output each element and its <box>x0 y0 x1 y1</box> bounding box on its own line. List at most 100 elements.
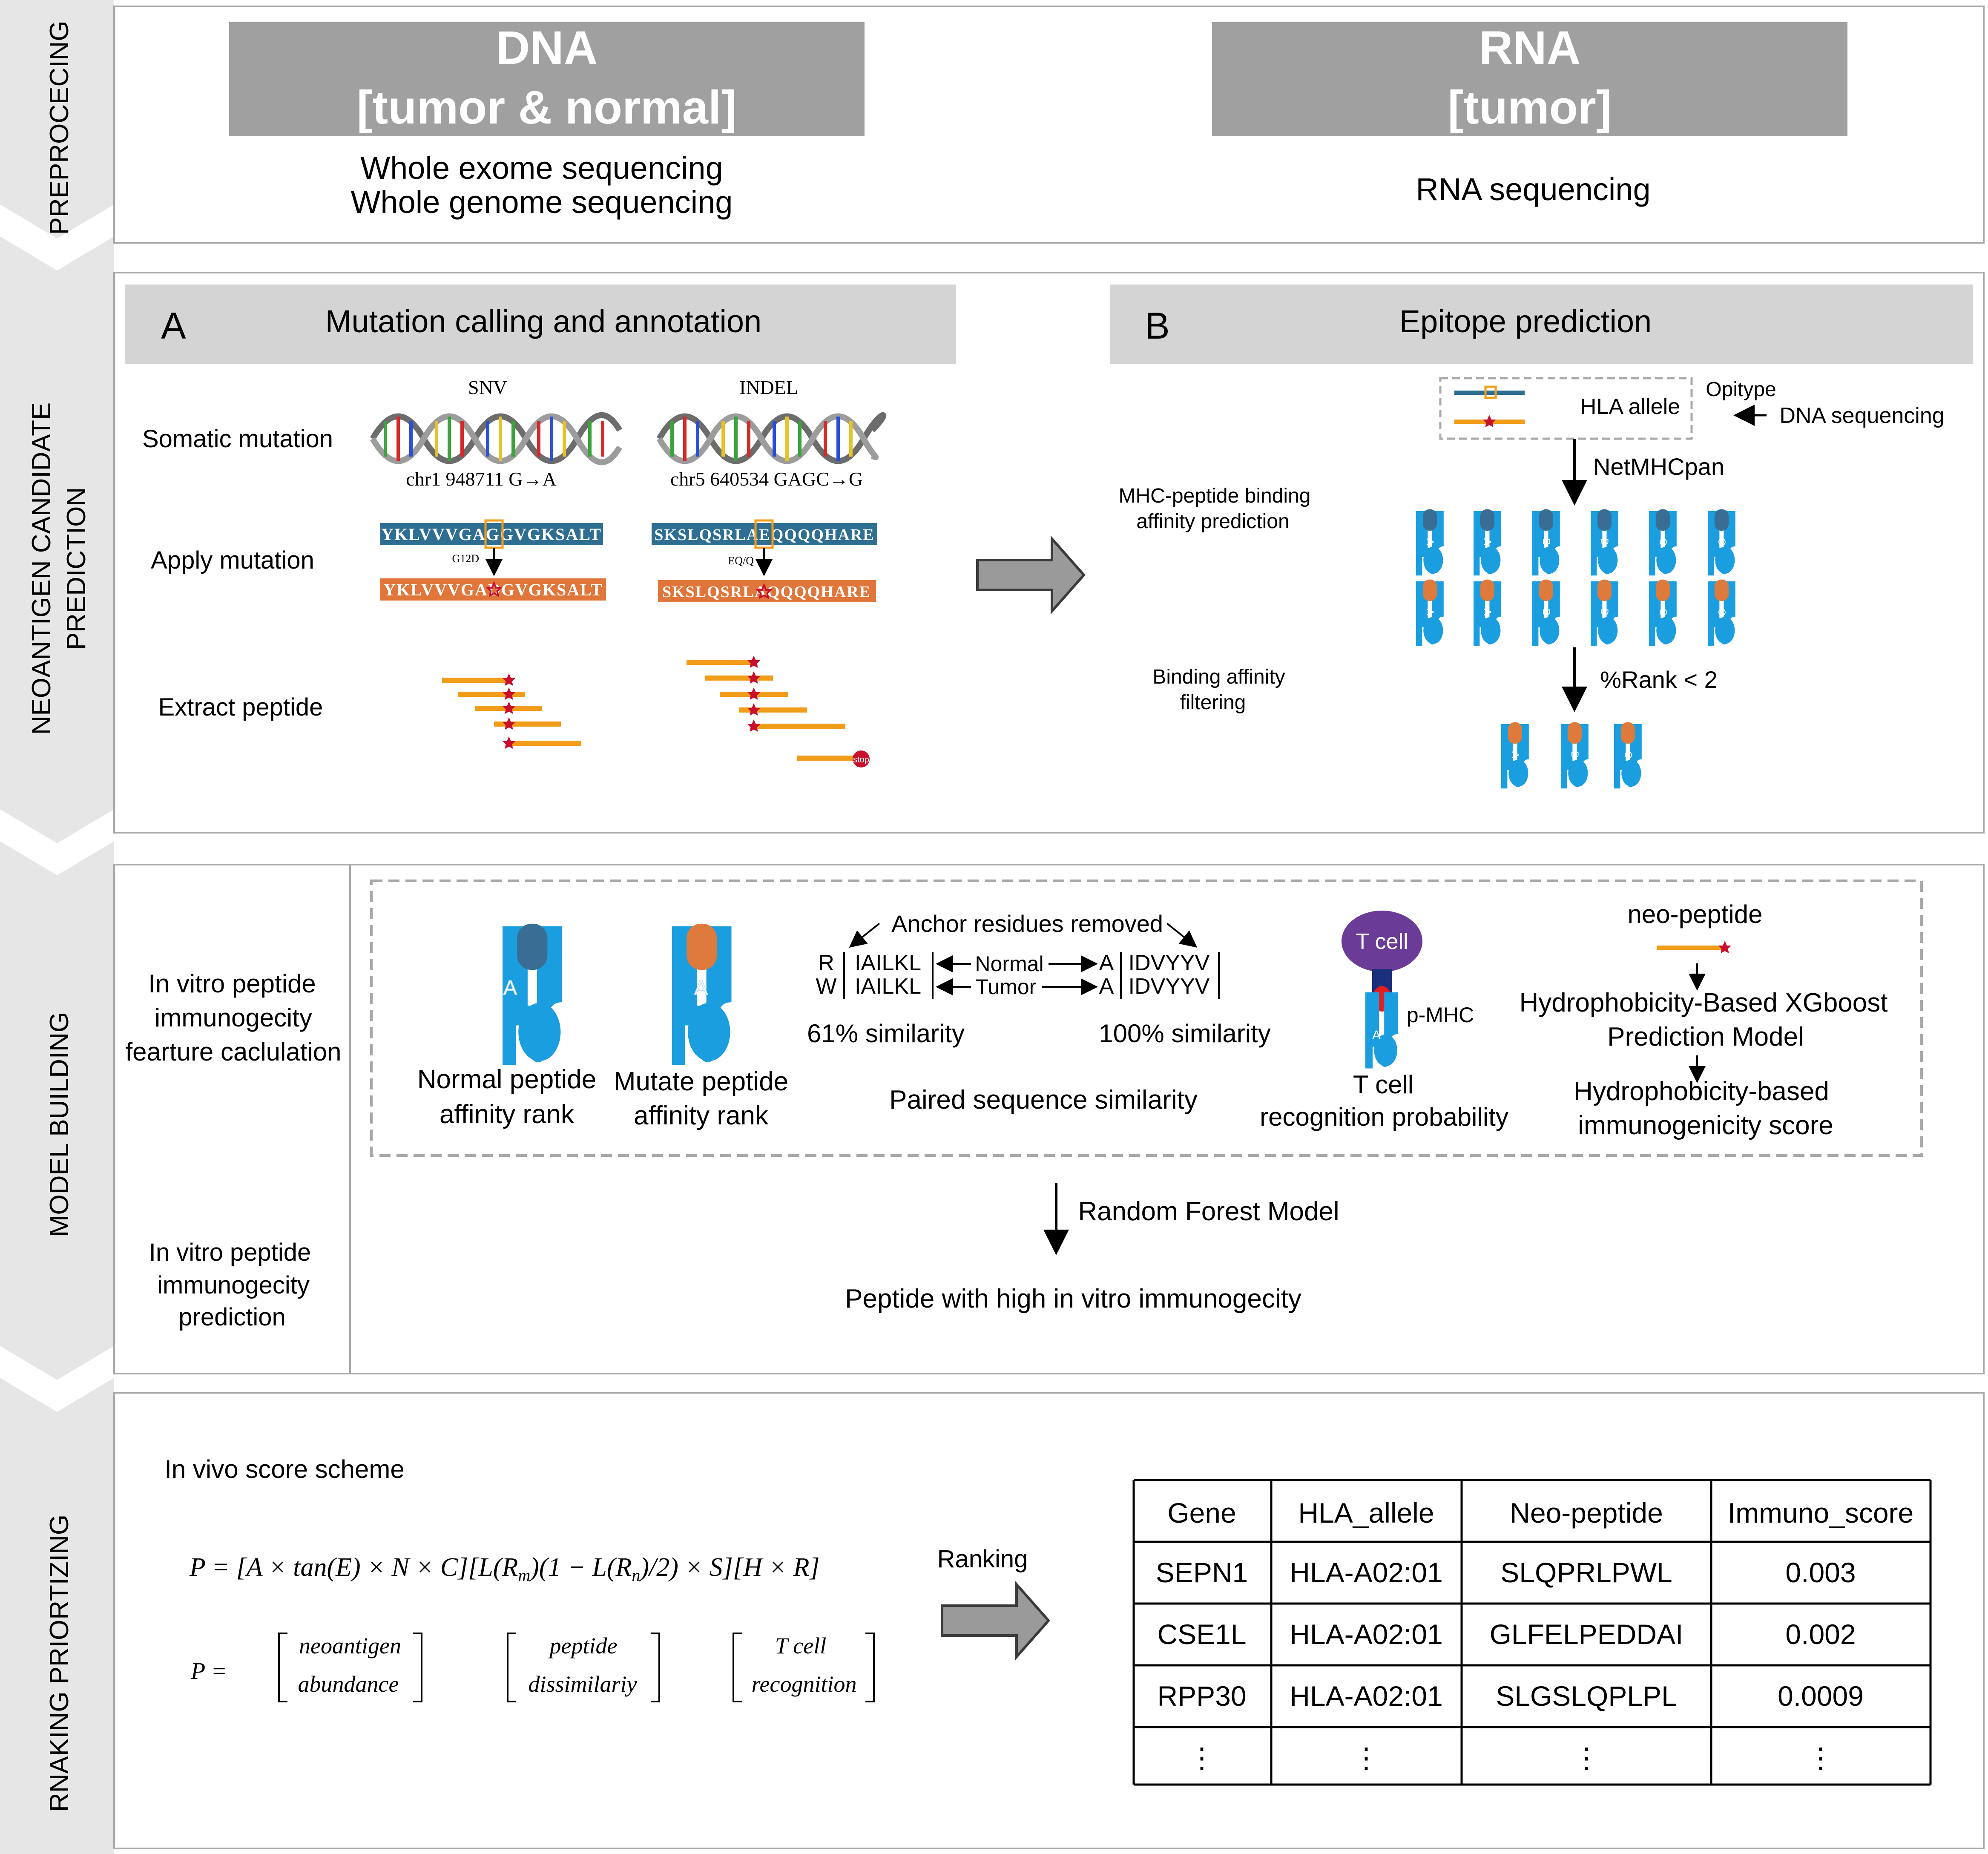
table-header-cell: Neo-peptide <box>1510 1497 1663 1529</box>
anchor-label: Anchor residues removed <box>891 910 1163 937</box>
hla-allele-label: HLA allele <box>1580 394 1680 419</box>
filter-label-1: Binding affinity <box>1152 666 1285 688</box>
row-label-apply: Apply mutation <box>151 546 314 574</box>
indel-chr-label: chr5 640534 GAGC→G <box>670 468 863 490</box>
dna-title: DNA <box>496 22 598 74</box>
panel-a-letter: A <box>161 305 186 347</box>
prediction-label-1: In vitro peptide <box>149 1239 311 1266</box>
mhc-normal-icon <box>503 923 562 1065</box>
table-cell: RPP30 <box>1157 1680 1246 1712</box>
mhc-row2-5-letter: C <box>1657 608 1669 616</box>
feature-label-1: In vitro peptide <box>148 969 316 998</box>
panel-a-title: Mutation calling and annotation <box>325 304 761 339</box>
mhc-row2-1-letter: A <box>1424 609 1436 616</box>
sidebar-chevron-preprocessing <box>0 0 114 239</box>
t-cell-bubble-label: T cell <box>1356 929 1408 954</box>
arrow-a-to-b-icon <box>976 535 1086 615</box>
dna-helix-indel <box>656 412 886 464</box>
table-cell: GLFELPEDDAI <box>1490 1618 1683 1650</box>
ranking: In vivo score scheme P = [A × tan(E) × N… <box>164 1455 1932 1786</box>
mhc-row2-3: B <box>1532 579 1560 646</box>
mhc-mutate-letter: A <box>694 977 708 999</box>
seq-snv-change: G12D <box>452 552 479 565</box>
t-cell-icon <box>1342 911 1422 972</box>
hla-bar-star <box>1482 415 1496 427</box>
filter-label-2: filtering <box>1180 691 1246 714</box>
seq-snv-wt-bar <box>380 523 603 545</box>
peptides-snv-stars <box>502 673 516 749</box>
panel-b-title: Epitope prediction <box>1399 304 1652 339</box>
rank-threshold-label: %Rank < 2 <box>1600 666 1718 693</box>
peptides-indel-stars <box>747 655 761 732</box>
mhc-row2-2-letter: A <box>1482 609 1493 616</box>
mhc-row2-4-letter: B <box>1599 609 1610 615</box>
mhc-mutate-icon <box>672 923 732 1065</box>
mhc-filtered-3: C <box>1614 722 1642 789</box>
bracket-recognition-1: T cell <box>775 1633 827 1659</box>
high-immuno-label: Peptide with high in vitro immunogecity <box>845 1284 1301 1314</box>
sidebar-chevron-model <box>0 841 114 1380</box>
panel-a-header <box>125 285 956 364</box>
anchor-arrow-left <box>849 923 880 948</box>
sidebar-label-candidate-1: NEOANTIGEN CANDIDATE <box>27 402 56 735</box>
neo-peptide-label: neo-peptide <box>1628 900 1763 928</box>
seq-tumor-mid: IAILKL <box>855 974 921 999</box>
panel-b-letter: B <box>1145 305 1170 347</box>
mhc-binding-label-1: MHC-peptide binding <box>1119 485 1311 507</box>
mhc-row1-2-letter: A <box>1482 538 1493 546</box>
rna-block: RNA [tumor] RNA sequencing <box>1212 22 1847 207</box>
prediction-label-2: immunogecity <box>157 1271 310 1299</box>
xgb-label-2: Prediction Model <box>1607 1022 1804 1052</box>
hydro-score-label-2: immunogenicity score <box>1578 1111 1833 1140</box>
prediction-label-3: prediction <box>178 1303 285 1331</box>
table-cell: ⋮ <box>1188 1742 1216 1774</box>
mhc-row1-1-letter: A <box>1424 538 1436 546</box>
panel-b: B Epitope prediction HLA allele Opitype … <box>1110 285 1973 789</box>
mhc-row2-3-letter: B <box>1540 609 1552 615</box>
seq-r: R <box>818 951 834 975</box>
table-cell: CSE1L <box>1157 1618 1246 1650</box>
t-cell-recog-label-1: T cell <box>1353 1070 1413 1099</box>
score-scheme-title: In vivo score scheme <box>164 1455 405 1483</box>
dna-header <box>229 22 865 136</box>
rna-desc: RNA sequencing <box>1416 172 1650 207</box>
sidebar-chevron-ranking <box>0 1378 114 1854</box>
hydro-score-label-1: Hydrophobicity-based <box>1574 1077 1829 1106</box>
seq-snv-mut: YKLVVVGADGVGKSALT <box>383 580 603 599</box>
hla-allele-box <box>1439 377 1693 440</box>
neo-peptide-star <box>1718 941 1732 953</box>
mhc-filtered-3-letter: C <box>1622 751 1634 759</box>
rna-subtitle: [tumor] <box>1448 81 1612 134</box>
mhc-filtered-1: A <box>1501 722 1529 789</box>
table-cell: SLQPRLPWL <box>1500 1557 1672 1588</box>
p-mhc-icon <box>1365 992 1398 1069</box>
mhc-filtered-2: B <box>1561 722 1589 789</box>
ranking-label: Ranking <box>937 1545 1028 1573</box>
mhc-row1-3-letter: B <box>1540 538 1552 545</box>
seq-normal-end: IDVYYV <box>1129 951 1210 975</box>
xgb-label-1: Hydrophobicity-Based XGboost <box>1519 988 1887 1018</box>
seq-indel: SKSLQSRLAEQQQQHARE EQ/Q SKSLQSRLAQQQQHAR… <box>652 519 877 602</box>
mutate-affinity-label-2: affinity rank <box>634 1101 769 1130</box>
dna-helix-snv <box>370 412 623 466</box>
table-cell: HLA-A02:01 <box>1290 1618 1443 1650</box>
bracket-recognition <box>733 1633 875 1702</box>
rna-header <box>1212 22 1847 136</box>
section-preprocessing <box>113 6 1985 244</box>
mhc-row1-4-letter: B <box>1599 538 1610 545</box>
table-cell: 0.0009 <box>1778 1680 1864 1712</box>
similarity-61: 61% similarity <box>807 1019 965 1048</box>
snv-chr-label: chr1 948711 G→A <box>406 468 556 490</box>
table-cell: HLA-A02:01 <box>1290 1680 1443 1712</box>
similarity-100: 100% similarity <box>1099 1019 1270 1048</box>
sidebar-label-preprocessing: PREPROCECING <box>45 21 74 235</box>
panel-b-header <box>1110 285 1973 364</box>
seq-w: W <box>816 974 836 999</box>
rna-title: RNA <box>1479 22 1580 74</box>
mhc-normal-letter: A <box>503 977 517 999</box>
sidebar-label-candidate-2: PREDICTION <box>62 487 91 650</box>
sidebar-chevron-candidate <box>0 236 114 843</box>
seq-indel-wt-bar <box>652 523 877 545</box>
mhc-row2-6-letter: C <box>1716 608 1727 616</box>
